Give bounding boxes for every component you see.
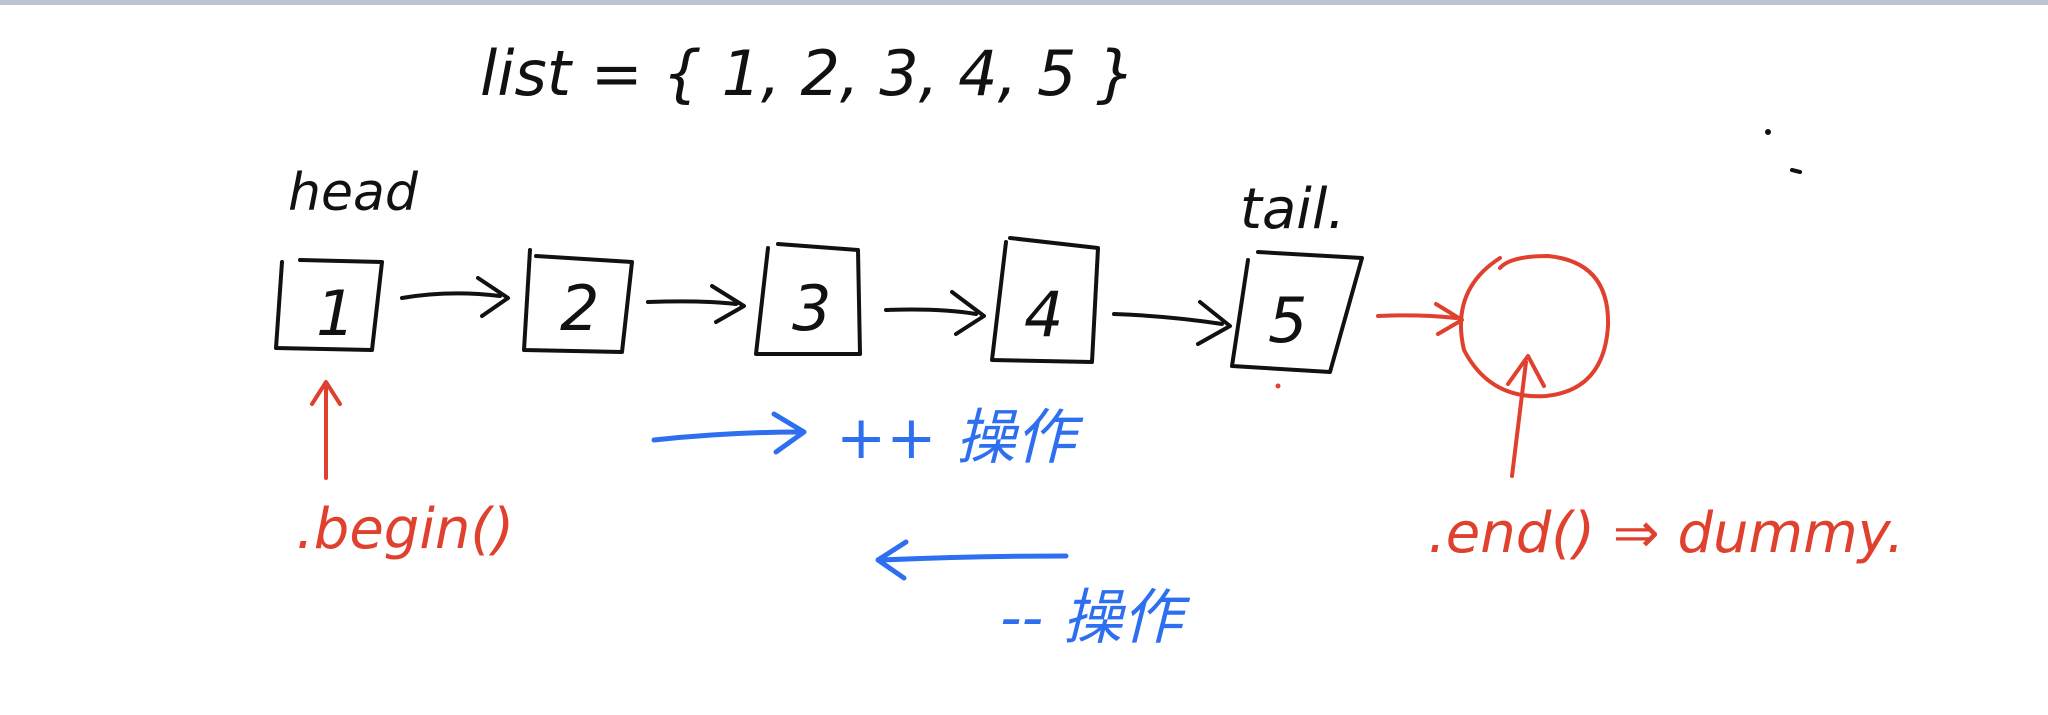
node-value: 5	[1268, 284, 1307, 357]
tail-label: tail.	[1240, 177, 1345, 242]
node-value: 4	[1024, 278, 1063, 351]
dummy-node-circle	[1459, 254, 1611, 399]
next-arrow	[646, 284, 746, 324]
stray-dot	[1275, 383, 1281, 389]
dummy-arrow	[1376, 302, 1464, 336]
list-node: 5	[1230, 250, 1364, 374]
node-value: 2	[560, 272, 599, 345]
increment-label: ++ 操作	[836, 403, 1084, 473]
list-node: 4	[990, 236, 1100, 364]
decrement-direction-arrow	[875, 539, 1069, 581]
node-value: 1	[316, 277, 355, 350]
window-top-border	[0, 0, 2048, 5]
next-arrow	[884, 290, 986, 336]
next-arrow	[1112, 300, 1232, 346]
stray-dot	[1765, 129, 1771, 135]
begin-label: .begin()	[296, 497, 514, 562]
end-pointer-arrow	[1506, 354, 1546, 478]
list-node: 3	[754, 242, 862, 356]
begin-pointer-arrow	[310, 380, 342, 480]
next-arrow	[400, 276, 510, 318]
end-label: .end() ⇒ dummy.	[1428, 501, 1904, 566]
list-node: 2	[522, 248, 634, 354]
node-value: 3	[792, 272, 831, 345]
list-node: 1	[274, 258, 384, 352]
head-label: head	[288, 163, 419, 223]
stray-dash	[1790, 168, 1802, 174]
decrement-label: -- 操作	[1000, 583, 1190, 653]
list-definition-label: list = { 1, 2, 3, 4, 5 }	[480, 37, 1136, 110]
increment-direction-arrow	[651, 411, 807, 455]
